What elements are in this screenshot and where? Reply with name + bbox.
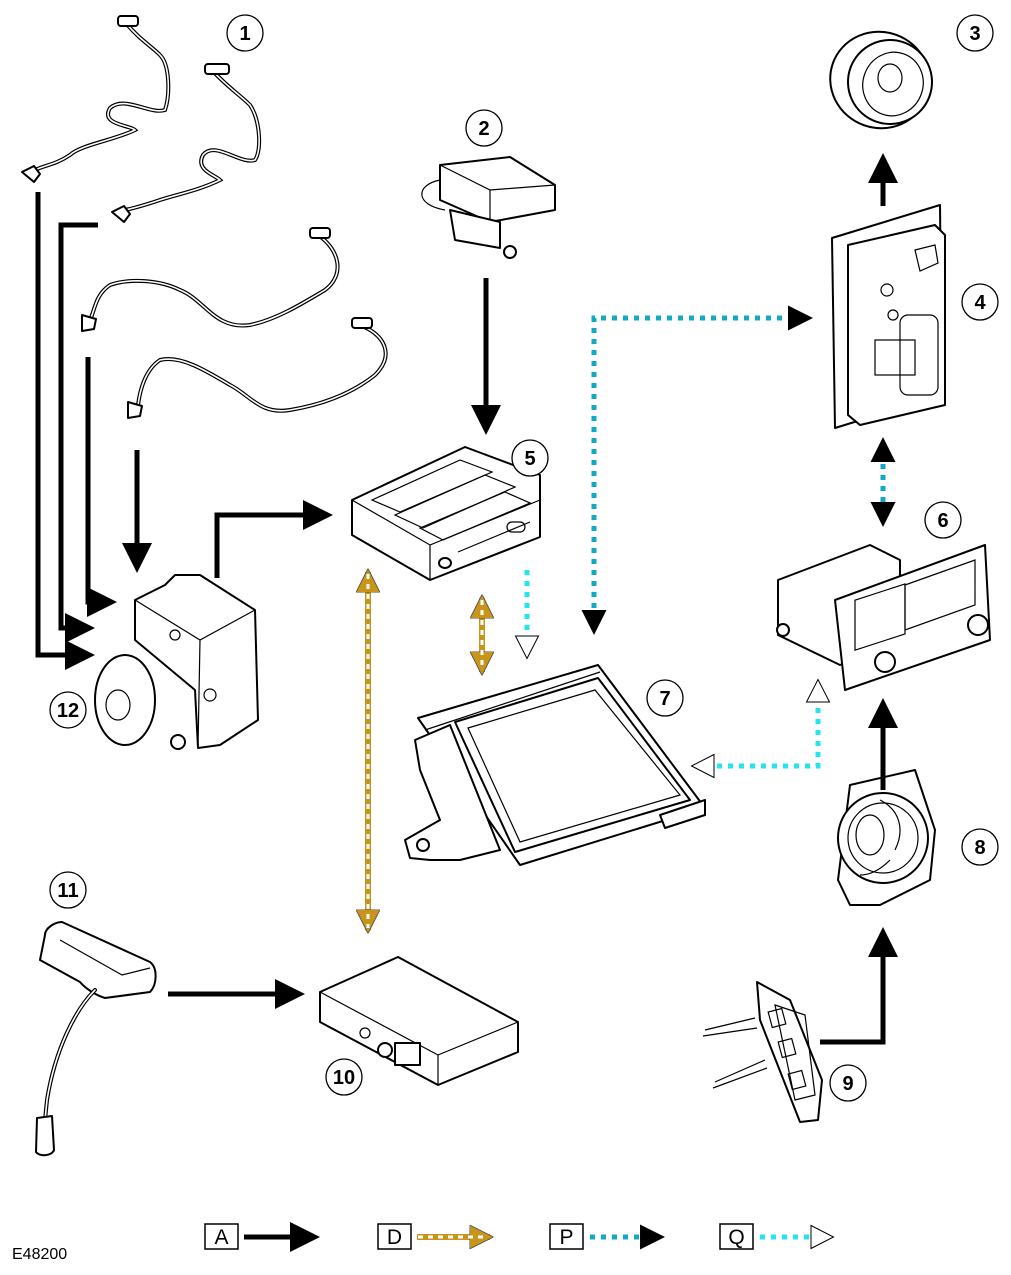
callout-label: 1 [239, 23, 250, 45]
conn-a-sensor1-to-abs [35, 192, 95, 670]
component-10-media-module [319, 956, 519, 1086]
callout-circle [465, 109, 503, 147]
connection-lines [35, 153, 898, 1045]
legend: A D P Q [204, 1222, 835, 1252]
legend-key-q: Q [728, 1226, 744, 1249]
sensor-wire-2 [111, 63, 262, 223]
callout-circle [646, 679, 684, 717]
conn-a-abs-to-nav [214, 500, 333, 578]
callout-9: 9 [829, 1064, 867, 1102]
component-3-speaker [829, 30, 933, 130]
callout-label: 10 [333, 1067, 355, 1089]
legend-item-p: P [549, 1223, 665, 1250]
component-11-gps-antenna [35, 921, 157, 1157]
callout-11: 11 [49, 871, 87, 909]
callout-label: 7 [659, 688, 670, 710]
conn-q-display-to-headunit [690, 678, 831, 779]
callout-circle [961, 283, 999, 321]
conn-a-sensor2-to-abs [58, 222, 98, 643]
legend-item-d: D [377, 1223, 490, 1250]
callout-label: 3 [969, 23, 980, 45]
callout-10: 10 [325, 1058, 363, 1096]
callout-circle [924, 501, 962, 539]
callout-label: 2 [478, 118, 489, 140]
figure-id: E48200 [12, 1246, 68, 1263]
legend-item-a: A [204, 1222, 320, 1252]
callout-6: 6 [924, 501, 962, 539]
callout-circle [511, 439, 549, 477]
conn-a-sensor3-to-abs [85, 357, 117, 617]
wheel-speed-sensors [21, 15, 388, 419]
callout-circle [961, 828, 999, 866]
callout-label: 4 [974, 292, 986, 314]
conn-a-switches-to-clockspring [820, 927, 898, 1045]
legend-item-q: Q [719, 1223, 835, 1250]
callout-3: 3 [956, 14, 994, 52]
component-12-abs-module [94, 574, 259, 750]
callout-circle [226, 14, 264, 52]
callout-8: 8 [961, 828, 999, 866]
callout-label: 5 [524, 448, 535, 470]
callout-1: 1 [226, 14, 264, 52]
component-8-clockspring [837, 769, 936, 906]
callout-circle [829, 1064, 867, 1102]
legend-key-d: D [387, 1226, 402, 1249]
callout-4: 4 [961, 283, 999, 321]
callout-label: 9 [842, 1073, 853, 1095]
legend-key-p: P [559, 1226, 573, 1249]
legend-key-a: A [214, 1226, 228, 1249]
callout-circle [49, 871, 87, 909]
callout-label: 6 [937, 510, 948, 532]
component-9-steering-switches [702, 981, 823, 1123]
component-6-head-unit [776, 544, 991, 691]
callout-label: 11 [57, 880, 78, 902]
sensor-wire-1 [21, 15, 171, 183]
callout-label: 8 [974, 837, 985, 859]
callout-7: 7 [646, 679, 684, 717]
component-5-navigation-computer [351, 446, 541, 581]
sensor-wire-3 [81, 227, 340, 332]
callout-circle [325, 1058, 363, 1096]
callout-label: 12 [57, 700, 79, 722]
sensor-wire-4 [127, 317, 388, 419]
component-7-display [404, 664, 706, 866]
callout-12: 12 [49, 691, 87, 729]
callout-5: 5 [511, 439, 549, 477]
component-4-amplifier [831, 204, 946, 429]
callout-circle [49, 691, 87, 729]
conn-p-display-to-amp [581, 305, 813, 635]
callout-circle [956, 14, 994, 52]
callout-2: 2 [465, 109, 503, 147]
component-2-module [421, 156, 556, 259]
